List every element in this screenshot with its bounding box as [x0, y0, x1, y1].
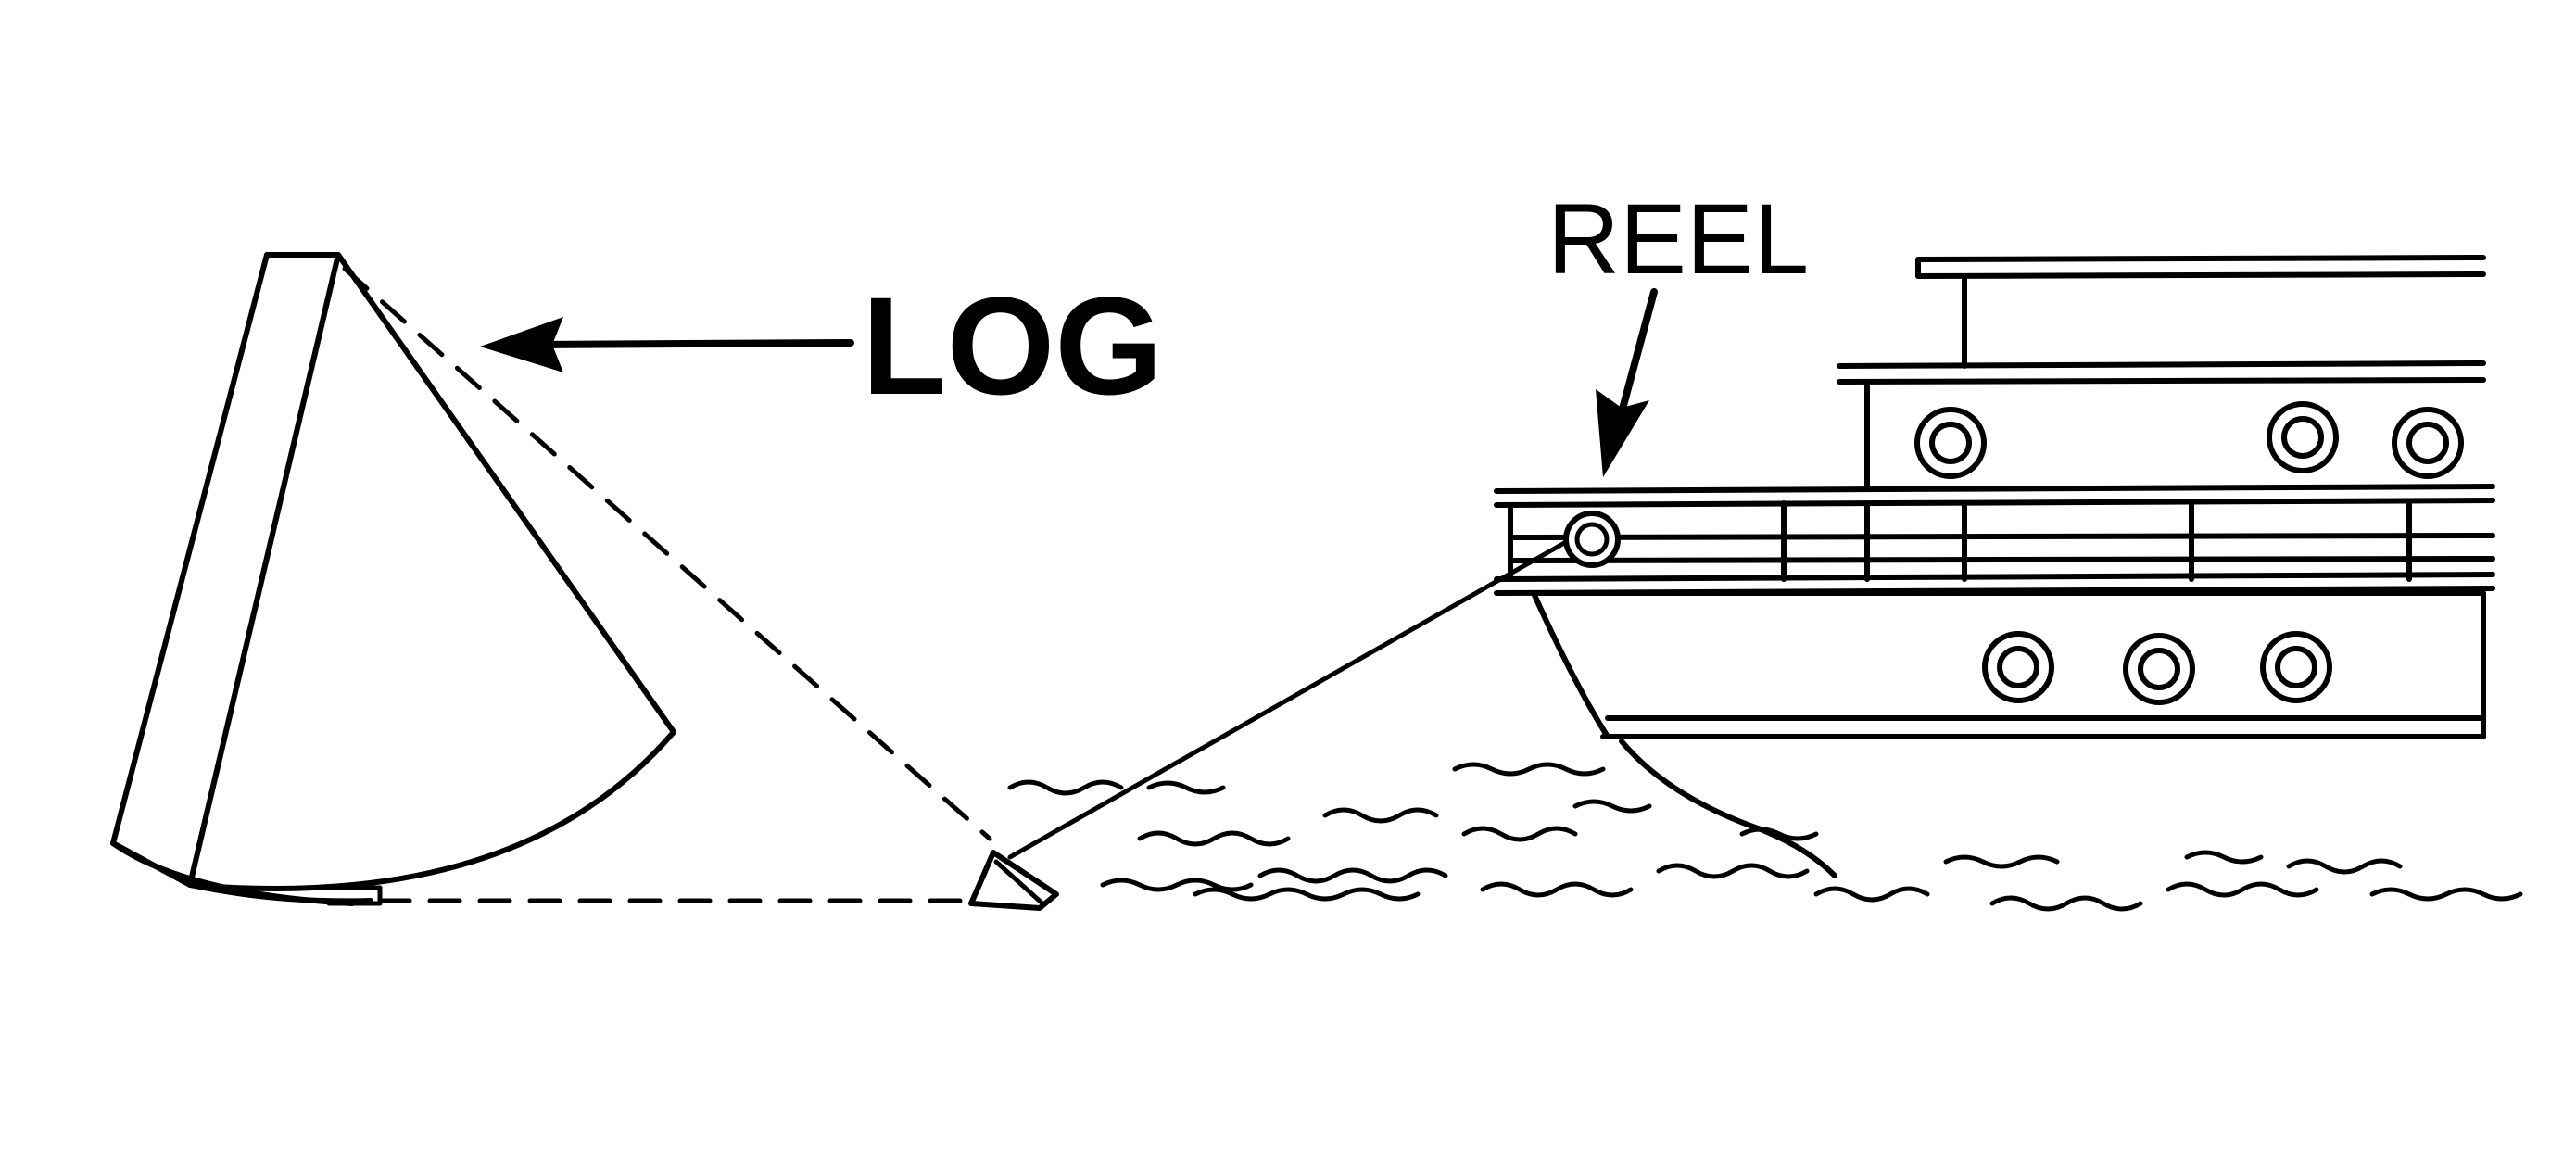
- log-bridle-lines: [342, 266, 992, 903]
- arrowhead-icon: [480, 317, 563, 372]
- ship-hull: [1531, 590, 2486, 739]
- canopy: [1915, 255, 2486, 369]
- portholes-lower: [1982, 631, 2332, 705]
- log-label: LOG: [862, 268, 1163, 423]
- water-waves: [1007, 762, 2523, 912]
- arrowhead-icon: [1596, 389, 1649, 477]
- reel: [1563, 511, 1621, 568]
- upper-deck: [1837, 360, 2486, 492]
- reel-callout: REEL: [1547, 183, 1809, 477]
- ship: [1494, 255, 2495, 878]
- portholes-upper: [1914, 401, 2464, 479]
- reel-label: REEL: [1547, 183, 1809, 295]
- deck-rail: [1494, 484, 2495, 596]
- log-line: [968, 539, 1569, 911]
- chip-log: [110, 252, 676, 906]
- log-callout: LOG: [480, 268, 1163, 423]
